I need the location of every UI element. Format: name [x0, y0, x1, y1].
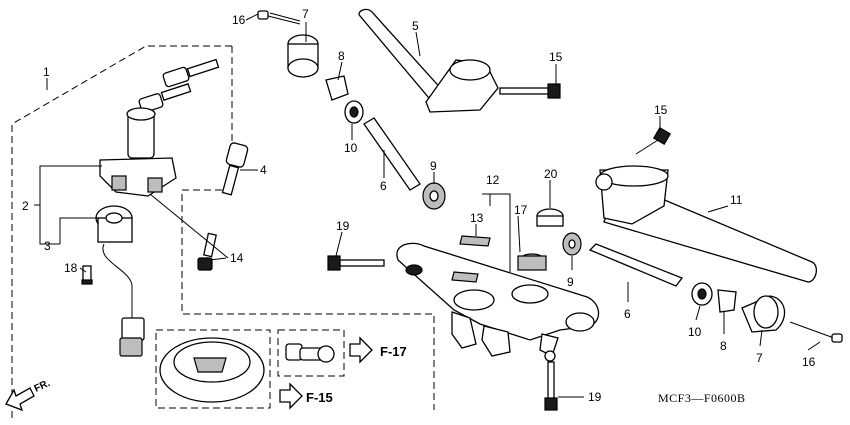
callout-11: 11 [730, 193, 743, 207]
lock-cylinder-illustration [285, 343, 335, 363]
callout-6-top: 6 [380, 179, 387, 193]
reference-f15: F-15 [306, 390, 333, 405]
callout-16-top: 16 [232, 13, 246, 27]
nut-9-top [422, 182, 446, 210]
leader-lines [34, 13, 821, 398]
callout-19-top: 19 [336, 219, 350, 233]
handlebar-11 [595, 165, 818, 283]
drawing-code: MCF3—F0600B [658, 391, 746, 405]
callout-8-right: 8 [720, 339, 727, 353]
collar-8 [325, 75, 349, 101]
pipe-6-top [363, 117, 421, 191]
seat-lock-cylinder [95, 205, 145, 357]
callout-17: 17 [514, 203, 528, 217]
handlebar-5 [358, 8, 499, 113]
reference-arrows [279, 336, 373, 410]
callout-16-right: 16 [802, 355, 816, 369]
bolt-15-top [499, 83, 561, 99]
cap-20 [536, 208, 564, 227]
callout-9-right: 9 [567, 275, 574, 289]
callout-7-top: 7 [302, 7, 309, 21]
callout-14: 14 [230, 251, 244, 265]
front-direction-indicator: FR. [5, 378, 52, 412]
callout-12: 12 [486, 173, 500, 187]
bar-end-weight-7 [287, 34, 319, 78]
callout-5: 5 [412, 19, 419, 33]
callout-15-top: 15 [549, 50, 563, 64]
top-bridge [396, 242, 600, 357]
ignition-keys [138, 58, 220, 113]
callout-20: 20 [544, 167, 558, 181]
rubber-10 [344, 100, 364, 124]
bolt-19-top [327, 255, 385, 271]
callout-4: 4 [260, 163, 267, 177]
bolt-16-right [789, 321, 843, 343]
nut-17 [517, 253, 547, 271]
callout-6-right: 6 [624, 307, 631, 321]
callout-3: 3 [44, 239, 51, 253]
callout-7-right: 7 [756, 351, 763, 365]
callout-1: 1 [43, 65, 50, 79]
ignition-switch-body [99, 107, 177, 197]
nut-9-right [562, 232, 582, 256]
callout-13: 13 [470, 211, 484, 225]
pipe-6-right [588, 243, 684, 287]
inset-box-left [155, 329, 271, 409]
collar-8-right [717, 289, 737, 313]
small-bolt-18 [81, 265, 93, 285]
inset-box-right [277, 329, 345, 377]
callout-15-mid: 15 [654, 103, 668, 117]
plate-13 [459, 235, 491, 247]
callout-10-right: 10 [688, 325, 702, 339]
rubber-10-right [691, 282, 713, 306]
callout-19-bottom: 19 [588, 390, 602, 404]
bolt-15-mid [635, 126, 672, 155]
ignition-key-4 [221, 142, 249, 196]
callout-18: 18 [64, 261, 78, 275]
callout-8-top: 8 [338, 49, 345, 63]
bolt-16-top [257, 10, 301, 25]
fuel-cap-illustration [159, 337, 265, 403]
bolt-19-bottom [544, 350, 558, 411]
callout-2: 2 [22, 199, 29, 213]
bolt-14 [197, 232, 217, 271]
callout-labels: 16 7 8 5 15 1 10 15 6 9 20 12 11 4 13 17… [22, 7, 816, 404]
callout-9-top: 9 [430, 159, 437, 173]
front-direction-label: FR. [33, 378, 52, 395]
callout-10-top: 10 [344, 141, 358, 155]
bar-end-weight-7-right [741, 295, 786, 333]
ignition-group-boundary [11, 45, 435, 420]
reference-f17: F-17 [380, 344, 407, 359]
